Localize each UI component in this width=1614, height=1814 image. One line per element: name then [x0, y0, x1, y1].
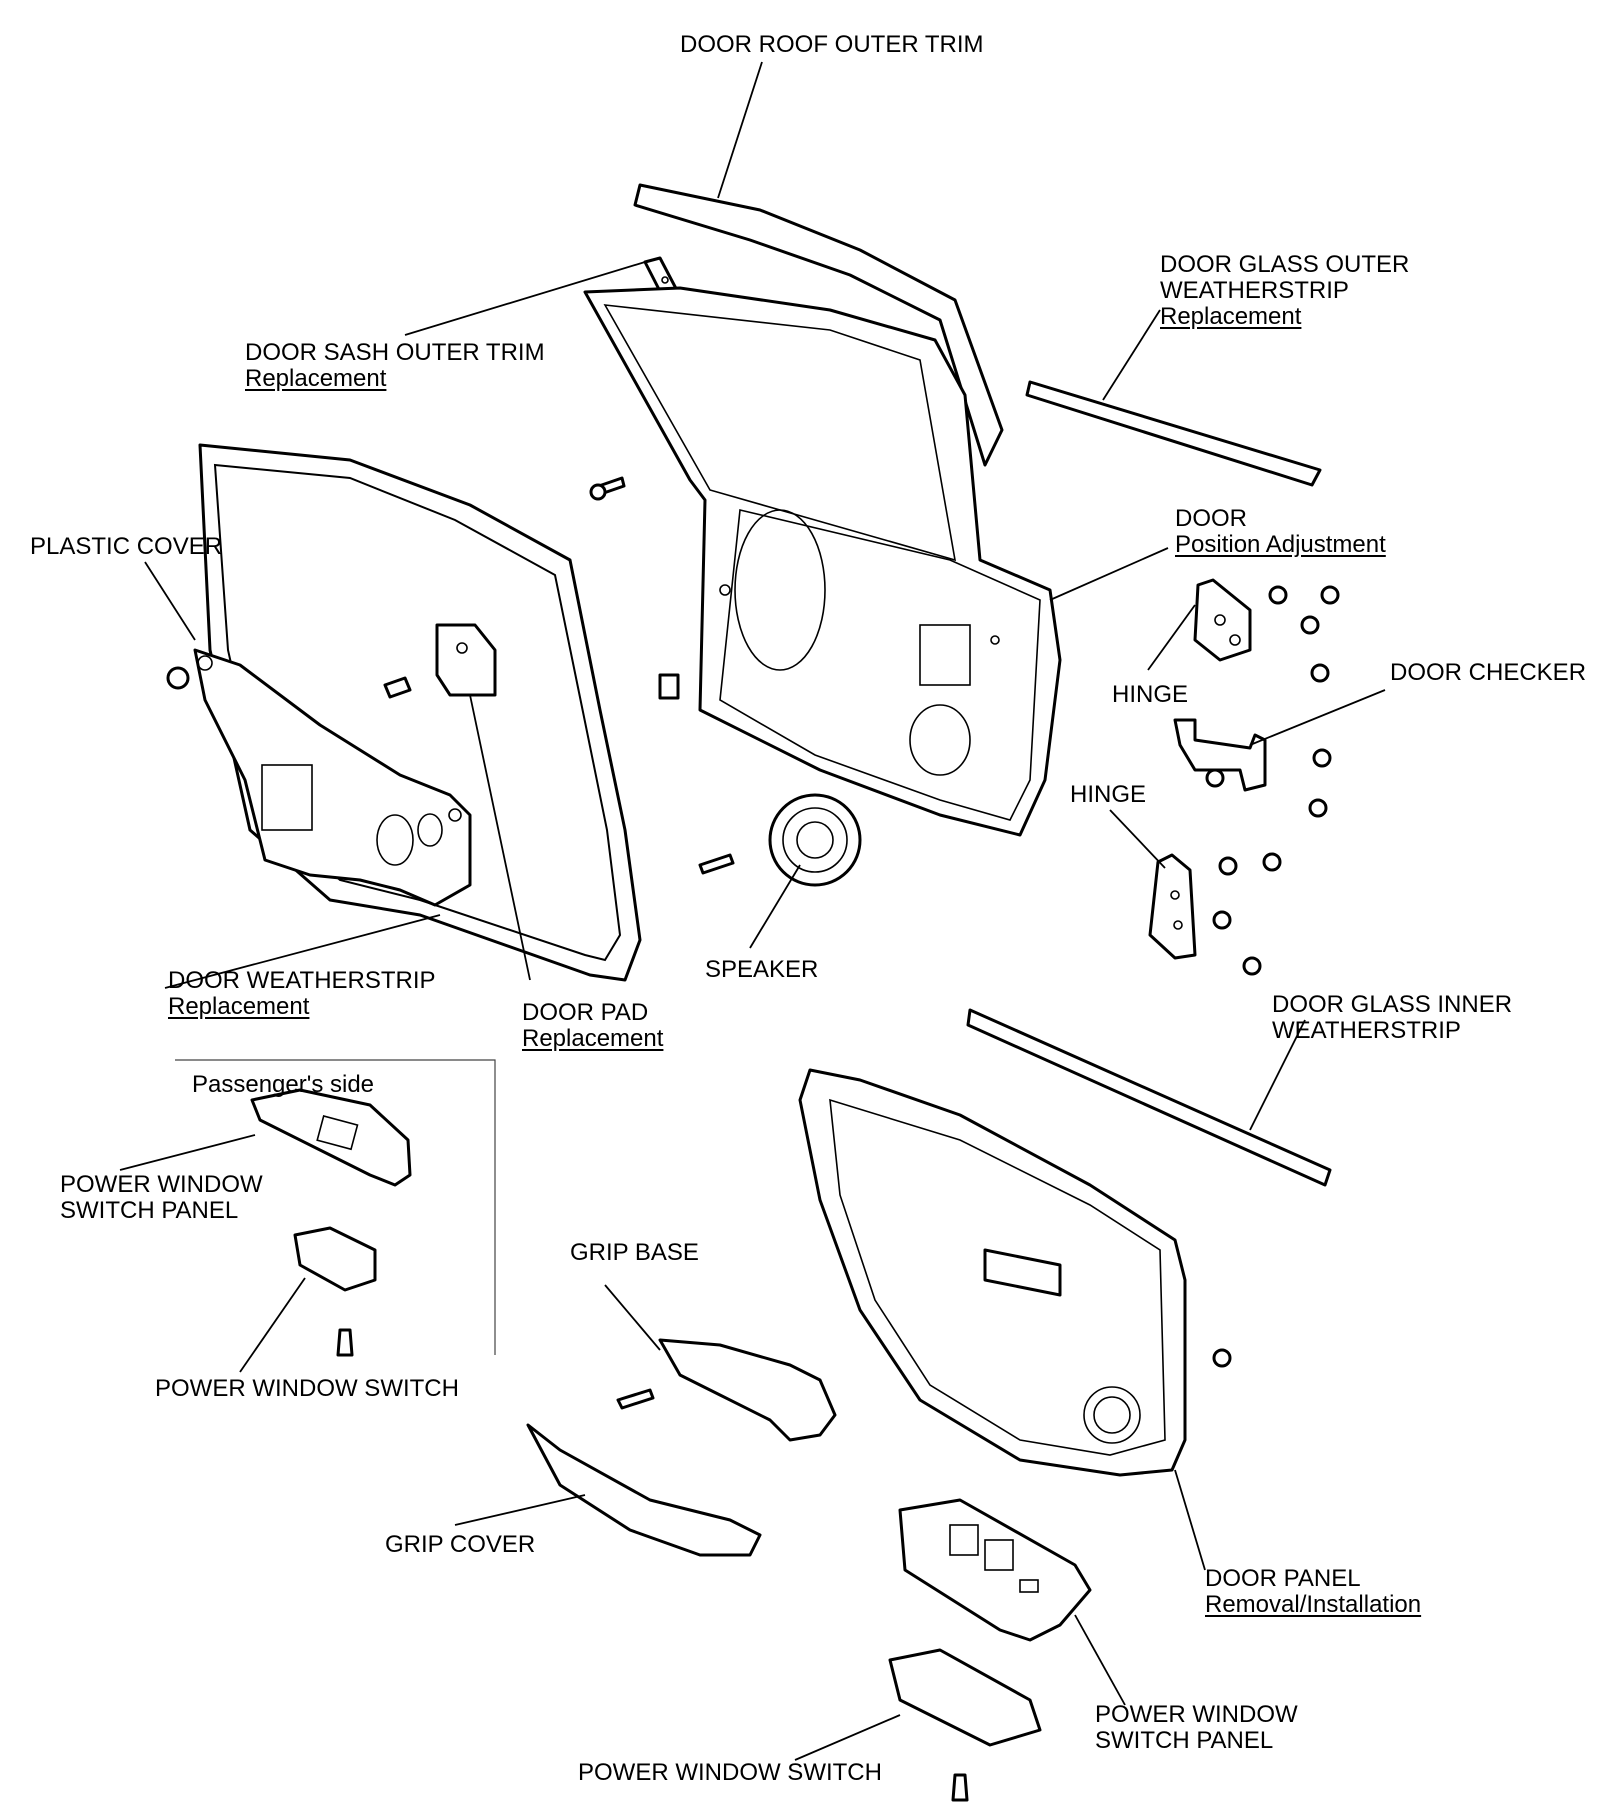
screws-left	[383, 476, 735, 875]
replacement-link[interactable]: Replacement	[1160, 303, 1302, 330]
leader-lines	[119, 61, 1386, 1761]
pw-switch-passenger-part	[293, 1226, 377, 1357]
replacement-link[interactable]: Replacement	[245, 365, 387, 392]
label-text: HINGE	[1070, 781, 1147, 808]
label-text: DOOR	[1175, 505, 1247, 532]
label-text: PLASTIC COVER	[30, 533, 223, 560]
label-hinge-lower: HINGE	[1070, 782, 1146, 808]
grip-base-part	[616, 1338, 837, 1442]
door-checker-part	[1173, 718, 1267, 792]
label-plastic-cover: PLASTIC COVER	[30, 534, 222, 560]
door-panel-part	[798, 1068, 1187, 1477]
speaker-part	[768, 793, 862, 887]
plastic-cover	[166, 648, 472, 907]
bolts-right	[1205, 585, 1340, 1368]
label-text: DOOR CHECKER	[1390, 659, 1587, 686]
label-pw-switch-panel-passenger: POWER WINDOW SWITCH PANEL	[60, 1172, 263, 1224]
label-text: POWER WINDOW SWITCH	[155, 1375, 459, 1402]
label-line1: DOOR GLASS INNER	[1272, 991, 1513, 1018]
grip-cover-part	[526, 1423, 762, 1557]
label-door-weatherstrip: DOOR WEATHERSTRIP Replacement	[168, 968, 436, 1020]
label-grip-cover: GRIP COVER	[385, 1532, 535, 1558]
label-line2: WEATHERSTRIP	[1160, 277, 1349, 304]
door-shell	[583, 286, 1062, 837]
label-door-roof-outer-trim: DOOR ROOF OUTER TRIM	[680, 32, 984, 58]
replacement-link[interactable]: Replacement	[522, 1025, 664, 1052]
replacement-link[interactable]: Replacement	[168, 993, 310, 1020]
label-door-glass-outer-weatherstrip: DOOR GLASS OUTER WEATHERSTRIP Replacemen…	[1160, 252, 1409, 330]
label-door-panel: DOOR PANEL Removal/Installation	[1205, 1566, 1421, 1618]
label-line2: SWITCH PANEL	[60, 1197, 239, 1224]
door-pad	[435, 623, 497, 697]
label-grip-base: GRIP BASE	[570, 1240, 699, 1266]
label-door: DOOR Position Adjustment	[1175, 506, 1386, 558]
hinge-lower-part	[1148, 853, 1197, 960]
label-door-sash-outer-trim: DOOR SASH OUTER TRIM Replacement	[245, 340, 545, 392]
label-door-checker: DOOR CHECKER	[1390, 660, 1586, 686]
label-text: GRIP COVER	[385, 1531, 536, 1558]
label-pw-switch-driver: POWER WINDOW SWITCH	[578, 1760, 882, 1786]
door-glass-outer-weatherstrip	[1025, 380, 1322, 487]
label-line1: DOOR GLASS OUTER	[1160, 251, 1410, 278]
passengers-side-frame	[175, 1059, 496, 1355]
label-door-glass-inner-weatherstrip: DOOR GLASS INNER WEATHERSTRIP	[1272, 992, 1512, 1044]
label-hinge-upper: HINGE	[1112, 682, 1188, 708]
door-glass-inner-weatherstrip	[966, 1008, 1332, 1187]
label-line1: POWER WINDOW	[60, 1171, 263, 1198]
label-line2: WEATHERSTRIP	[1272, 1017, 1461, 1044]
label-text: DOOR PANEL	[1205, 1565, 1361, 1592]
label-passengers-side: Passenger's side	[192, 1072, 374, 1098]
door-roof-outer-trim	[633, 183, 1004, 467]
label-text: DOOR SASH OUTER TRIM	[245, 339, 545, 366]
label-pw-switch-panel-driver: POWER WINDOW SWITCH PANEL	[1095, 1702, 1298, 1754]
label-pw-switch-passenger: POWER WINDOW SWITCH	[155, 1376, 459, 1402]
label-text: DOOR ROOF OUTER TRIM	[680, 31, 984, 58]
pw-switch-panel-passenger-part	[250, 1088, 412, 1187]
label-speaker: SPEAKER	[705, 957, 818, 983]
label-text: GRIP BASE	[570, 1239, 699, 1266]
label-text: SPEAKER	[705, 956, 819, 983]
removal-installation-link[interactable]: Removal/Installation	[1205, 1591, 1422, 1618]
label-line1: POWER WINDOW	[1095, 1701, 1298, 1728]
label-text: DOOR PAD	[522, 999, 649, 1026]
label-text: POWER WINDOW SWITCH	[578, 1759, 882, 1786]
pw-switch-panel-driver-part	[898, 1498, 1092, 1642]
label-line2: SWITCH PANEL	[1095, 1727, 1274, 1754]
label-door-pad: DOOR PAD Replacement	[522, 1000, 663, 1052]
hinge-upper-part	[1193, 578, 1252, 662]
position-adjustment-link[interactable]: Position Adjustment	[1175, 531, 1386, 558]
label-text: HINGE	[1112, 681, 1189, 708]
pw-switch-driver-part	[888, 1648, 1042, 1802]
label-text: Passenger's side	[192, 1071, 375, 1098]
label-text: DOOR WEATHERSTRIP	[168, 967, 436, 994]
